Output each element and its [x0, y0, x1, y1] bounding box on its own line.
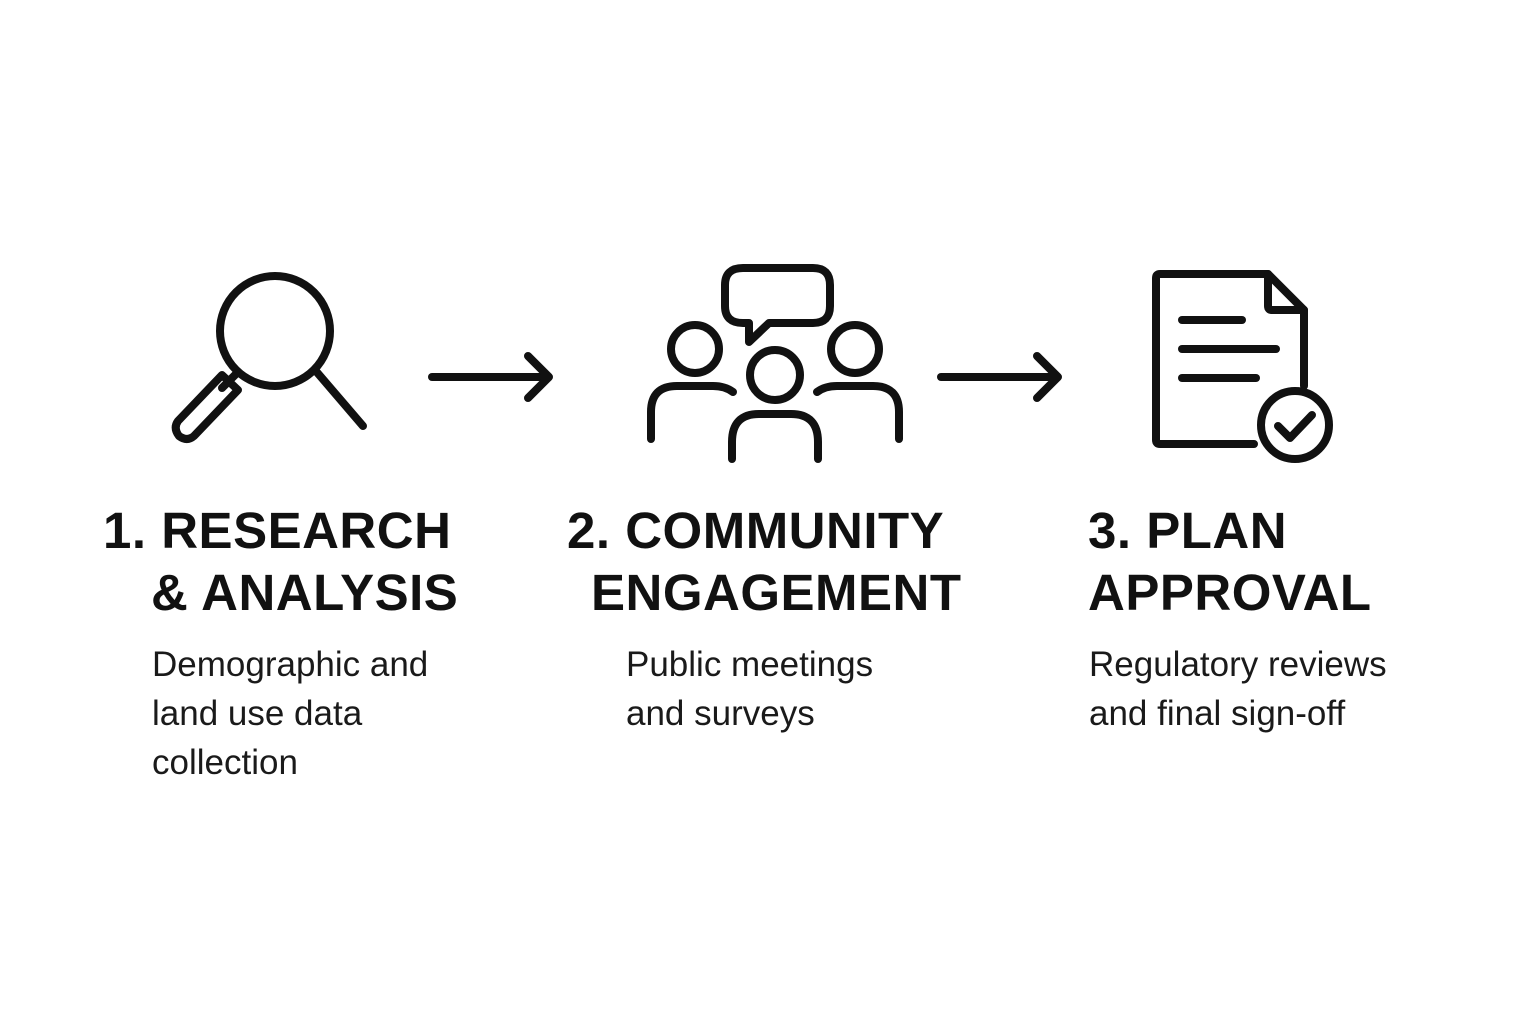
- step-1-description: Demographic and land use data collection: [152, 640, 428, 787]
- step-1-description-line-1: Demographic and: [152, 645, 429, 684]
- step-1-description-line-2: land use data: [152, 694, 363, 733]
- arrow-right-icon: [937, 350, 1065, 404]
- step-1-title-line-1: 1. RESEARCH: [103, 502, 452, 559]
- step-2-title-line-1: 2. COMMUNITY: [567, 502, 945, 559]
- step-2-description: Public meetings and surveys: [626, 640, 873, 738]
- document-check-icon: [1150, 268, 1340, 468]
- step-2-number: 2.: [567, 502, 611, 559]
- people-speech-bubble-icon: [645, 262, 905, 467]
- step-3-title-line-2: APPROVAL: [1088, 564, 1372, 621]
- step-3-title-line-1: 3. PLAN: [1088, 502, 1288, 559]
- step-3-description-line-1: Regulatory reviews: [1089, 645, 1387, 684]
- arrow-right-icon: [428, 350, 556, 404]
- magnifying-glass-icon: [165, 270, 375, 455]
- step-3-description-line-2: and final sign-off: [1089, 694, 1346, 733]
- step-1-number: 1.: [103, 502, 147, 559]
- step-1-title: 1. RESEARCH & ANALYSIS: [103, 500, 458, 624]
- step-3-title: 3. PLAN APPROVAL: [1088, 500, 1372, 624]
- step-2-title-line-2: ENGAGEMENT: [591, 564, 962, 621]
- step-2-description-line-1: Public meetings: [626, 645, 874, 684]
- step-2-title: 2. COMMUNITY ENGAGEMENT: [567, 500, 962, 624]
- step-1-description-line-3: collection: [152, 743, 298, 782]
- step-3-description: Regulatory reviews and final sign-off: [1089, 640, 1387, 738]
- step-3-number: 3.: [1088, 502, 1132, 559]
- step-2-description-line-2: and surveys: [626, 694, 815, 733]
- step-1-title-line-2: & ANALYSIS: [151, 564, 459, 621]
